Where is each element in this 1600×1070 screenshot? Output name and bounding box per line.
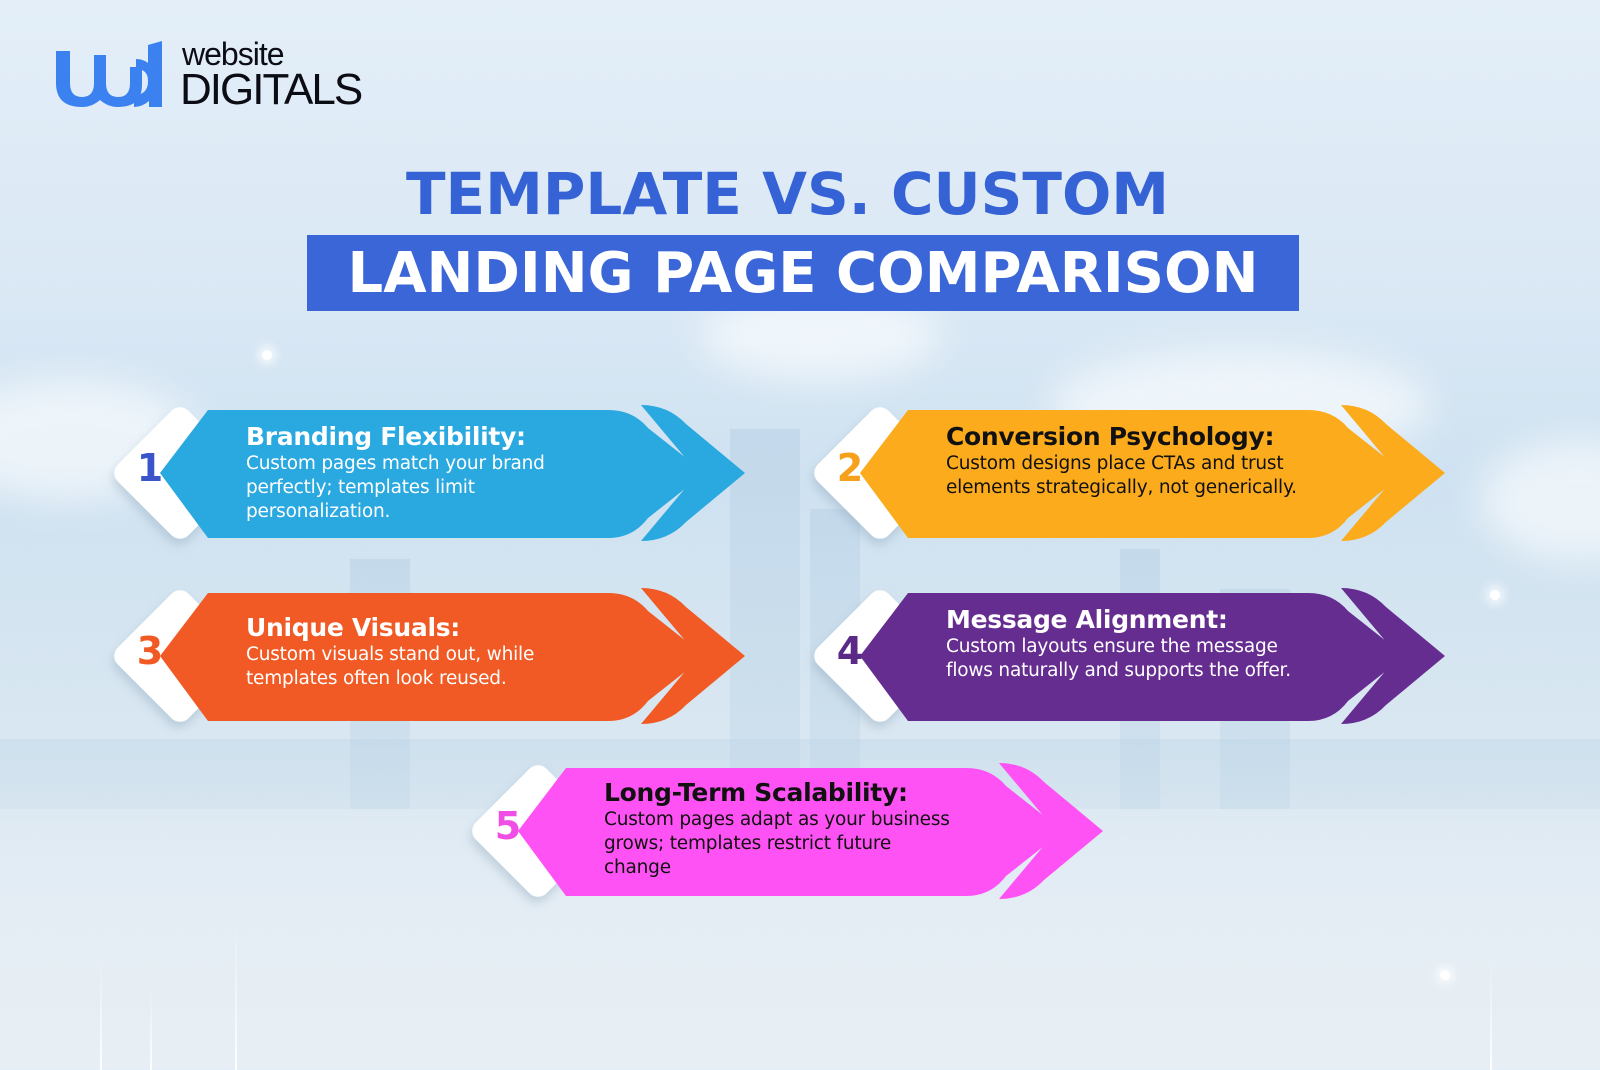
card-heading: Conversion Psychology: <box>946 422 1275 451</box>
card-description: Custom layouts ensure the message flows … <box>946 636 1291 681</box>
card-description: Custom designs place CTAs and trust elem… <box>946 453 1297 498</box>
glow-dot <box>1490 590 1500 600</box>
page-title-line2: LANDING PAGE COMPARISON <box>347 240 1259 306</box>
comparison-card-2: 2 Conversion Psychology: Custom designs … <box>808 402 1458 547</box>
card-arrow-shape <box>814 405 1445 541</box>
card-number: 3 <box>136 629 164 673</box>
comparison-card-5: 5 Long-Term Scalability: Custom pages ad… <box>466 760 1116 905</box>
card-description: Custom pages match your brand perfectly;… <box>246 453 545 522</box>
light-streak <box>1490 960 1492 1070</box>
page-title-band: LANDING PAGE COMPARISON <box>307 235 1299 311</box>
card-number: 2 <box>836 446 864 490</box>
comparison-card-3: 3 Unique Visuals: Custom visuals stand o… <box>108 585 758 730</box>
glow-dot <box>262 350 272 360</box>
logo-text-website: website <box>182 36 285 72</box>
card-number: 1 <box>136 446 164 490</box>
wd-logo-icon <box>56 41 162 107</box>
card-heading: Long-Term Scalability: <box>604 778 908 807</box>
card-arrow-shape <box>814 588 1445 724</box>
card-arrow-shape <box>114 588 745 724</box>
cloud-decoration <box>1480 440 1600 560</box>
brand-logo: website DIGITALS <box>48 36 363 114</box>
comparison-card-1: 1 Branding Flexibility: Custom pages mat… <box>108 402 758 547</box>
comparison-card-4: 4 Message Alignment: Custom layouts ensu… <box>808 585 1458 730</box>
light-streak <box>100 960 102 1070</box>
logo-text-digitals: DIGITALS <box>180 65 363 114</box>
card-heading: Branding Flexibility: <box>246 422 526 451</box>
card-number: 4 <box>836 629 864 673</box>
light-streak <box>150 990 152 1070</box>
page-title-line1: TEMPLATE VS. CUSTOM <box>405 160 1170 228</box>
card-heading: Unique Visuals: <box>246 613 460 642</box>
card-description: Custom pages adapt as your business grow… <box>604 809 950 878</box>
card-heading: Message Alignment: <box>946 605 1228 634</box>
card-arrow-shape <box>114 405 745 541</box>
card-description: Custom visuals stand out, while template… <box>246 644 535 689</box>
glow-dot <box>1440 970 1450 980</box>
card-arrow-shape <box>472 763 1103 899</box>
light-streak <box>235 920 237 1070</box>
card-number: 5 <box>494 804 522 848</box>
